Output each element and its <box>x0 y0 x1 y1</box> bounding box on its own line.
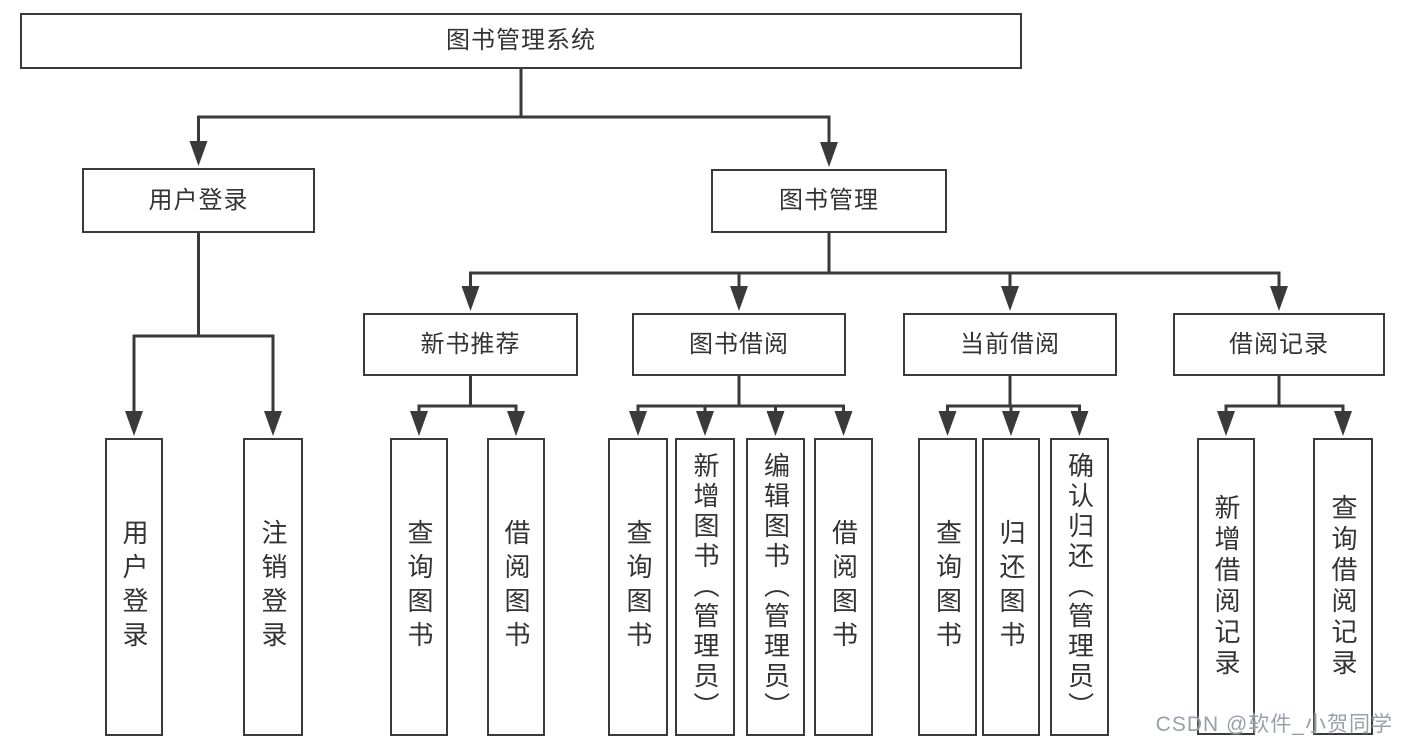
arrowhead-icon <box>410 411 428 436</box>
node-query-books-rec: 查询图书 <box>390 438 448 736</box>
node-return-books: 归还图书 <box>982 438 1040 736</box>
arrowhead-icon <box>629 411 647 436</box>
arrowhead-icon <box>820 142 838 167</box>
node-borrow-books-rec: 借阅图书 <box>487 438 545 736</box>
arrowhead-icon <box>1002 411 1020 436</box>
arrowhead-icon <box>1270 286 1288 311</box>
arrowhead-icon <box>1070 411 1089 436</box>
arrowhead-icon <box>1217 411 1235 436</box>
node-user-login-group: 用户登录 <box>82 168 315 233</box>
node-root: 图书管理系统 <box>20 13 1022 69</box>
arrowhead-icon <box>189 141 208 166</box>
arrowhead-icon <box>125 411 143 436</box>
arrowhead-icon <box>264 411 282 436</box>
node-add-books-admin: 新增图书（管理员） <box>675 438 735 736</box>
arrowhead-icon <box>730 286 748 311</box>
node-book-borrow: 图书借阅 <box>632 313 846 376</box>
arrowhead-icon <box>1334 411 1352 436</box>
arrowhead-icon <box>766 411 785 436</box>
arrowhead-icon <box>1001 286 1019 311</box>
node-query-borrow-record: 查询借阅记录 <box>1313 438 1373 735</box>
node-borrow-records: 借阅记录 <box>1173 313 1385 376</box>
node-add-borrow-record: 新增借阅记录 <box>1197 438 1255 735</box>
node-book-mgmt: 图书管理 <box>711 169 947 233</box>
node-edit-books-admin: 编辑图书（管理员） <box>746 438 805 736</box>
node-query-books-borrow: 查询图书 <box>608 438 668 736</box>
node-borrow-books-borrow: 借阅图书 <box>814 438 873 736</box>
arrowhead-icon <box>696 411 714 436</box>
arrowhead-icon <box>507 411 525 436</box>
node-confirm-return-admin: 确认归还（管理员） <box>1050 438 1109 736</box>
node-logout: 注销登录 <box>243 438 303 736</box>
arrowhead-icon <box>461 286 480 311</box>
node-current-borrow: 当前借阅 <box>903 313 1117 376</box>
node-new-book-rec: 新书推荐 <box>363 313 578 376</box>
node-user-login: 用户登录 <box>105 438 163 736</box>
arrowhead-icon <box>834 411 853 436</box>
node-query-books-current: 查询图书 <box>918 438 977 736</box>
arrowhead-icon <box>938 411 957 436</box>
